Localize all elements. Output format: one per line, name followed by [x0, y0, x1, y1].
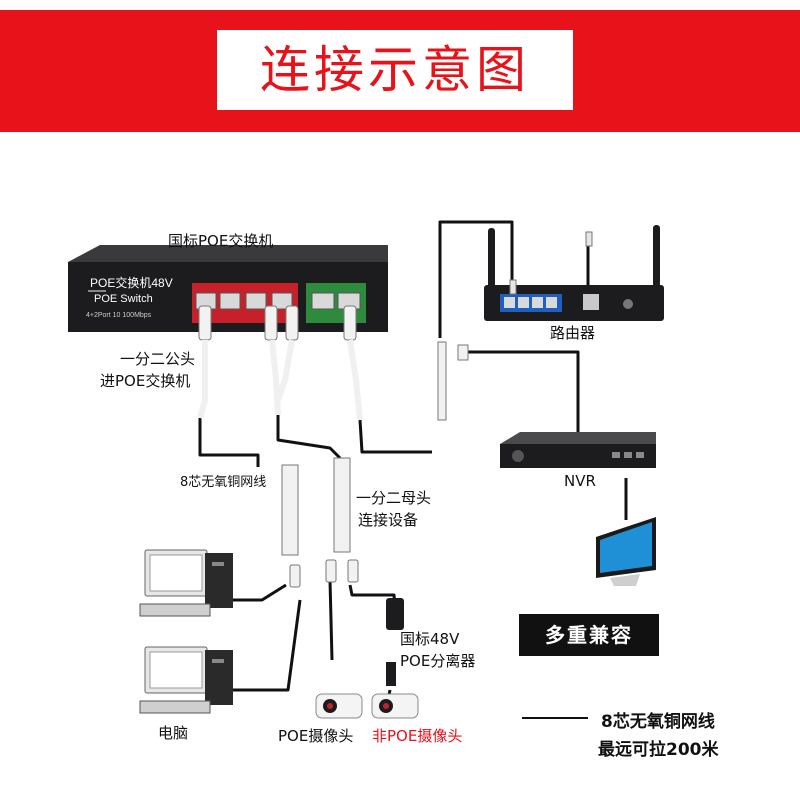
pc-1	[139, 549, 233, 617]
pc-2	[139, 646, 233, 714]
splitter-plug	[285, 305, 299, 341]
switch-port-4	[271, 292, 293, 310]
female-splitters	[281, 341, 469, 588]
switch-port-3	[245, 292, 267, 310]
pc-label: 电脑	[158, 724, 189, 742]
title-box	[217, 30, 573, 110]
poe-switch: POE交换机48V POE Switch 4+2Port 10 100Mbps	[68, 245, 388, 332]
cable-switch-router	[438, 220, 514, 338]
monitor	[596, 517, 656, 586]
pc-2-keyboard	[139, 700, 211, 714]
switch-face-ports: 4+2Port 10 100Mbps	[86, 312, 152, 319]
compatibility-tag-text: 多重兼容	[545, 623, 633, 647]
non-poe-camera	[371, 693, 419, 719]
splitter-female-label-1: 一分二母头	[356, 489, 432, 507]
nvr	[500, 432, 656, 468]
rj45-plug	[347, 559, 359, 583]
pc-1-keyboard	[139, 603, 211, 617]
cables	[198, 220, 628, 713]
splitter-male-label-1: 一分二公头	[120, 350, 196, 368]
rj45-plug	[325, 559, 337, 583]
compatibility-tag	[519, 614, 659, 656]
router-power-jack	[623, 299, 633, 309]
poe-camera-label: POE摄像头	[278, 727, 354, 745]
router-antenna-right	[653, 225, 660, 287]
switch-face-sub: POE Switch	[94, 293, 153, 305]
router	[484, 225, 664, 321]
cable-splitter-1	[198, 418, 260, 467]
non-poe-camera-label: 非POE摄像头	[372, 727, 463, 745]
cable-router-nvr-2	[468, 350, 580, 445]
poe-camera	[315, 693, 363, 719]
cable-camera-1	[328, 579, 334, 661]
cable-pc-1	[222, 583, 287, 602]
splitter-plug	[343, 305, 357, 341]
cable-label: 8芯无氧铜网线	[180, 475, 267, 490]
switch-port-5	[311, 292, 335, 310]
splitter-male-label-2: 进POE交换机	[100, 372, 191, 390]
legend-line1: 8芯无氧铜网线	[601, 712, 715, 732]
router-label: 路由器	[550, 324, 596, 342]
rj45-plug	[289, 564, 301, 588]
router-wan-port	[583, 294, 599, 310]
monitor-screen	[600, 522, 652, 573]
router-antenna-left	[488, 228, 495, 290]
cable-splitter-3	[358, 419, 432, 454]
splitter-female-label-2: 连接设备	[358, 511, 419, 529]
separator-label-2: POE分离器	[400, 652, 476, 670]
page-title: 连接示意图	[260, 41, 530, 99]
poe-separator	[386, 598, 404, 686]
switch-port-2	[219, 292, 241, 310]
nvr-vent	[512, 450, 524, 462]
male-splitters	[197, 305, 363, 421]
nvr-label: NVR	[564, 472, 596, 490]
splitter-plug	[264, 305, 278, 341]
splitter-plug	[198, 305, 212, 341]
cable-splitter-2	[276, 415, 342, 460]
switch-face-name: POE交换机48V	[90, 275, 173, 290]
separator-label-1: 国标48V	[400, 630, 460, 648]
switch-label: 国标POE交换机	[168, 232, 274, 250]
cable-pc-2	[230, 599, 302, 692]
legend-line	[522, 717, 588, 719]
legend-line2: 最远可拉200米	[598, 740, 719, 760]
